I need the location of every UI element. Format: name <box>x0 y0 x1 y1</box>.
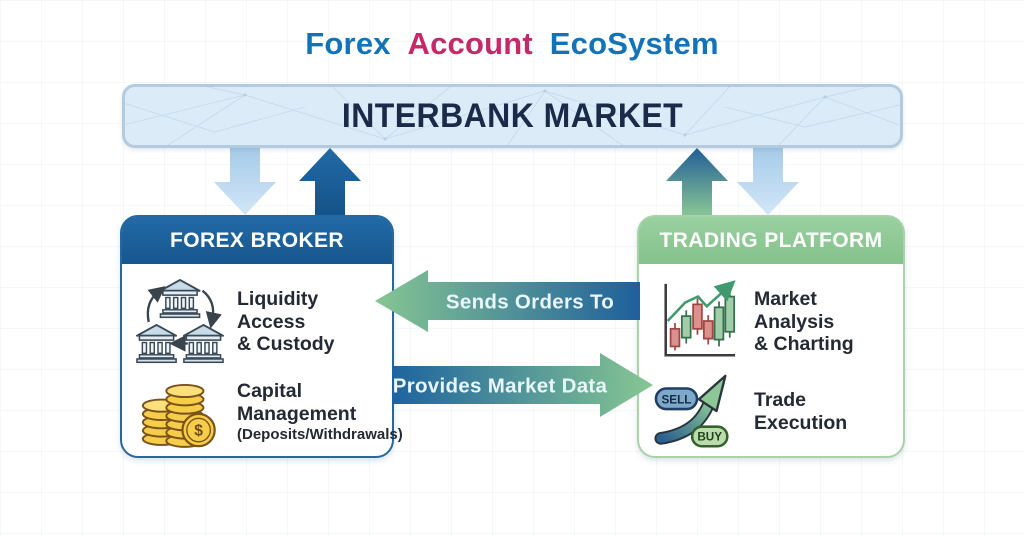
candlestick-chart-icon <box>664 280 736 357</box>
title-word-ecosystem: EcoSystem <box>549 26 719 61</box>
provides-market-data-label: Provides Market Data <box>393 375 608 398</box>
page-title: Forex Account EcoSystem <box>0 26 1024 62</box>
trade-execution-label: Trade Execution <box>754 389 848 434</box>
sell-badge-label: SELL <box>661 393 691 406</box>
forex-broker-title: FOREX BROKER <box>170 228 344 252</box>
trading-platform-box: TRADING PLATFORM <box>637 215 905 458</box>
trading-platform-header: TRADING PLATFORM <box>639 217 903 264</box>
interbank-market-label: INTERBANK MARKET <box>341 96 684 135</box>
coins-icon: $ <box>141 383 216 448</box>
network-mesh-pattern <box>125 87 900 145</box>
arrow-down-market-to-platform <box>737 148 799 215</box>
dollar-sign-glyph: $ <box>194 423 203 440</box>
trading-platform-title: TRADING PLATFORM <box>659 228 883 252</box>
arrow-down-market-to-broker <box>214 148 276 215</box>
sends-orders-label: Sends Orders To <box>446 291 614 314</box>
forex-broker-header: FOREX BROKER <box>122 217 392 264</box>
market-analysis-row: Market Analysis & Charting <box>653 277 897 367</box>
capital-sublabel: (Deposits/Withdrawals) <box>237 426 403 444</box>
title-word-account: Account <box>407 26 533 61</box>
liquidity-row: Liquidity Access & Custody <box>136 277 386 367</box>
market-analysis-label: Market Analysis & Charting <box>754 288 854 356</box>
arrow-up-broker-to-market <box>299 148 361 216</box>
forex-broker-box: FOREX BROKER <box>120 215 403 458</box>
bank-cycle-icon <box>136 278 224 364</box>
buy-badge-label: BUY <box>697 430 722 443</box>
capital-row: $ Capital Management (Deposits/Withdrawa… <box>136 367 403 457</box>
trade-execution-row: SELL BUY Trade Execution <box>653 367 897 457</box>
arrow-up-platform-to-market <box>666 148 728 216</box>
provides-market-data-arrow: Provides Market Data <box>392 353 653 417</box>
title-word-forex: Forex <box>305 26 391 61</box>
buy-sell-arrow-icon: SELL BUY <box>654 374 729 448</box>
interbank-market-banner: INTERBANK MARKET <box>122 84 903 148</box>
sends-orders-arrow: Sends Orders To <box>375 270 640 332</box>
capital-label: Capital Management (Deposits/Withdrawals… <box>237 380 403 444</box>
liquidity-label: Liquidity Access & Custody <box>237 288 335 356</box>
